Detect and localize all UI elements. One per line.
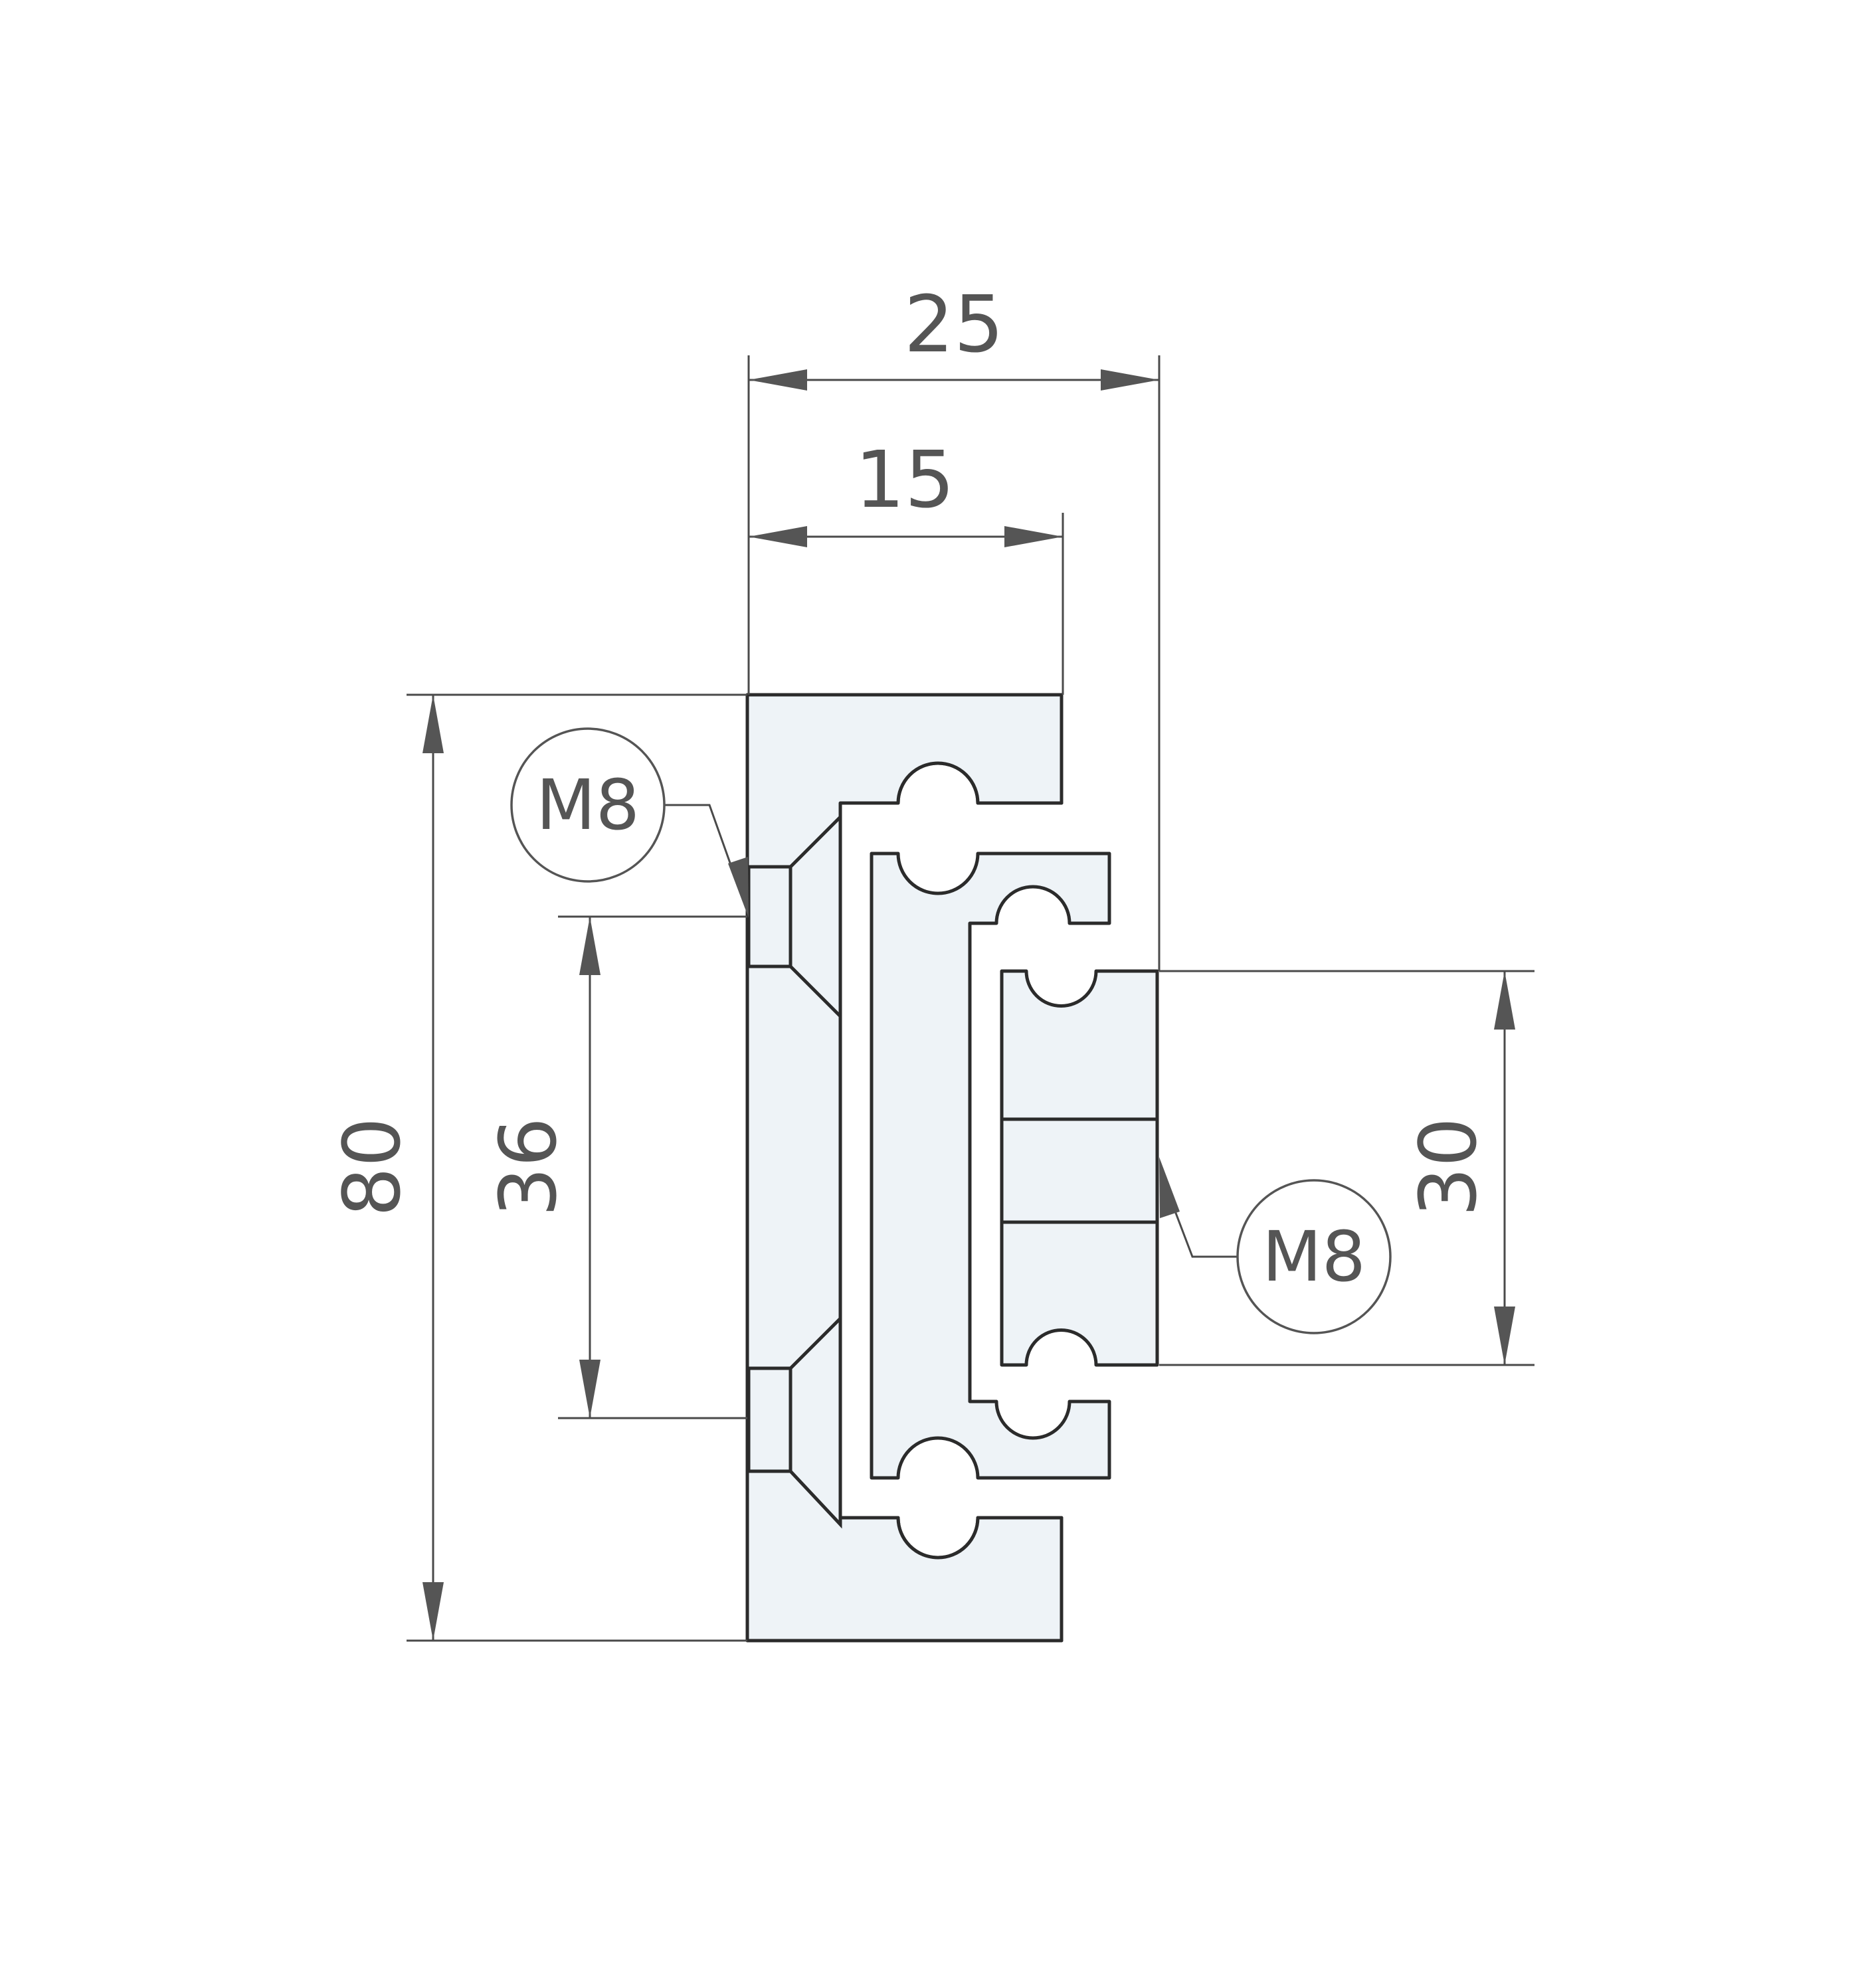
dim-label-15: 15 (855, 434, 955, 525)
dimension-hole-spacing-right: 30 (1159, 970, 1534, 1366)
right-threaded-hole (1000, 1117, 1159, 1224)
callout-label-left: M8 (536, 765, 640, 846)
dimension-width-inner: 15 (749, 434, 1064, 695)
inner-rail (1000, 969, 1159, 1367)
dimension-width-overall: 25 (747, 278, 1161, 971)
dimension-height-overall: 80 (326, 693, 747, 1642)
dim-label-25: 25 (904, 278, 1004, 370)
middle-rail (870, 852, 1111, 1480)
dim-label-80: 80 (326, 1117, 418, 1217)
dim-label-30: 30 (1402, 1117, 1494, 1217)
callout-right-m8: M8 (1159, 1157, 1392, 1334)
dimension-hole-spacing-left: 36 (482, 915, 747, 1419)
callout-left-m8: M8 (510, 727, 749, 918)
dim-label-36: 36 (482, 1117, 574, 1217)
left-threaded-holes (747, 812, 842, 1529)
callout-label-right: M8 (1262, 1216, 1366, 1297)
